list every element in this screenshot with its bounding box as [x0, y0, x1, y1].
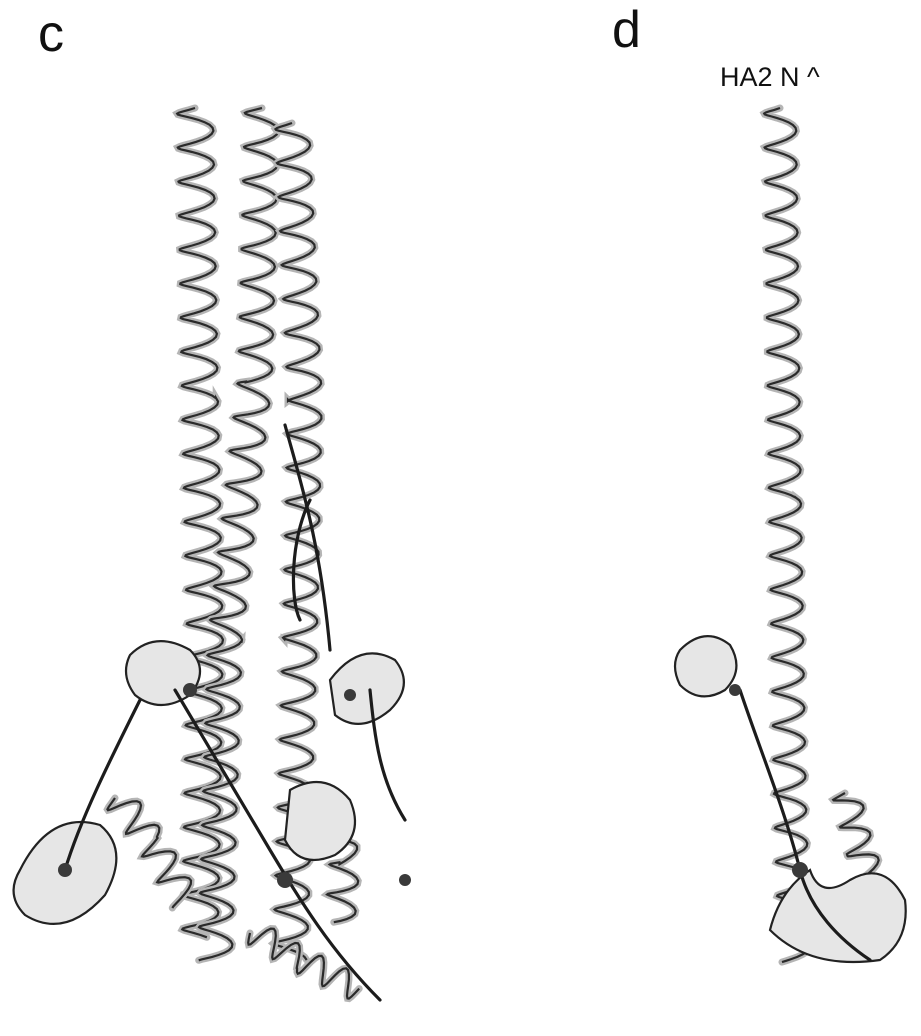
panel-d-monomer-ribbon [675, 108, 906, 962]
domain-blob-top-right [330, 653, 404, 724]
knot-right [399, 874, 411, 886]
knot-top-right [344, 689, 356, 701]
knot-left [58, 863, 72, 877]
panel-c-trimer-ribbon [14, 108, 411, 1000]
monomer-blob-base [770, 870, 906, 962]
helix-monomer [764, 108, 810, 962]
knot-bottom [277, 872, 293, 888]
monomer-knot-bottom [792, 862, 808, 878]
helix-lower-left [107, 798, 191, 908]
monomer-knot-top [729, 684, 741, 696]
domain-blob-center [285, 782, 355, 860]
monomer-blob-top [675, 636, 736, 696]
helix-left [177, 108, 223, 937]
knot-top-left [183, 683, 197, 697]
helix-base [248, 929, 359, 999]
